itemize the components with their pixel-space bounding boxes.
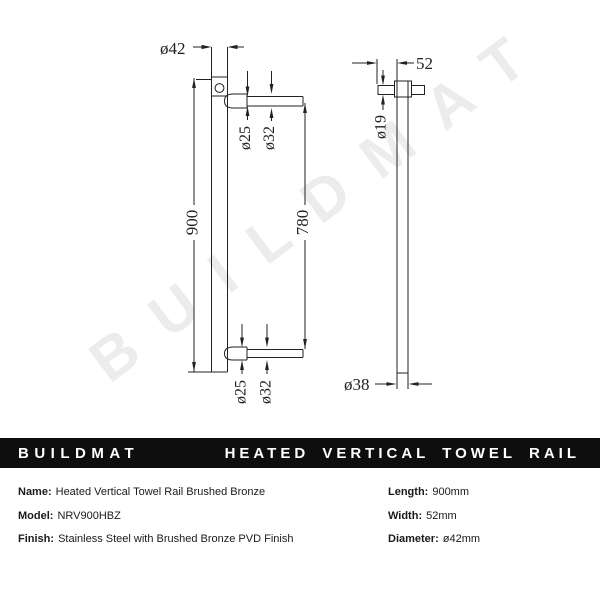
spec-row-finish: Finish:Stainless Steel with Brushed Bron… [18, 532, 373, 546]
specs-right-column: Length:900mm Width:52mm Diameter:ø42mm [388, 485, 588, 556]
spec-label-finish: Finish: [18, 533, 55, 545]
spec-value-length: 900mm [432, 486, 470, 498]
brand-name: BUILDMAT [18, 444, 140, 462]
spec-row-diameter: Diameter:ø42mm [388, 532, 588, 546]
specs-left-column: Name:Heated Vertical Towel Rail Brushed … [18, 485, 373, 556]
mounting-bracket [211, 76, 228, 97]
spec-row-name: Name:Heated Vertical Towel Rail Brushed … [18, 485, 373, 499]
top-pin [223, 93, 304, 109]
spec-label-length: Length: [388, 486, 429, 498]
spec-label-width: Width: [388, 509, 423, 522]
side-view: 52 ø19 ø38 [344, 54, 433, 394]
spec-row-length: Length:900mm [388, 485, 588, 499]
dim-bottom-pin-base: ø32 [258, 324, 275, 404]
dim-label-780: 780 [293, 210, 312, 236]
side-rail-outline [396, 59, 409, 389]
side-bracket [377, 80, 425, 98]
spec-label-diameter: Diameter: [388, 533, 439, 545]
spec-label-name: Name: [18, 486, 52, 498]
dim-label-52: 52 [416, 54, 433, 73]
product-title: HEATED VERTICAL TOWEL RAIL [224, 444, 580, 462]
dim-depth: 52 [352, 54, 433, 84]
dim-rail-length: 900 [182, 78, 228, 373]
dim-label-o32-top: ø32 [261, 126, 278, 150]
spec-value-model: NRV900HBZ [57, 509, 121, 522]
dim-label-o38: ø38 [344, 375, 370, 394]
dim-label-o42: ø42 [160, 39, 186, 58]
dim-pin-spacing: 780 [293, 103, 312, 349]
dim-label-o19: ø19 [373, 115, 390, 139]
dim-label-900: 900 [182, 210, 201, 236]
bracket-screw [214, 83, 225, 93]
spec-value-name: Heated Vertical Towel Rail Brushed Bronz… [55, 486, 266, 498]
front-view: ø42 ø25 ø32 [160, 39, 312, 404]
dim-label-o25-bottom: ø25 [233, 380, 250, 404]
spec-value-finish: Stainless Steel with Brushed Bronze PVD … [58, 533, 294, 545]
dim-label-o32-bottom: ø32 [258, 380, 275, 404]
dim-side-pin-diameter: ø19 [373, 70, 390, 139]
spec-row-width: Width:52mm [388, 509, 588, 523]
dim-label-o25-top: ø25 [237, 126, 254, 150]
spec-row-model: Model:NRV900HBZ [18, 509, 373, 523]
dim-top-pin-diameter: ø25 [237, 71, 254, 150]
title-banner: BUILDMAT HEATED VERTICAL TOWEL RAIL [0, 438, 600, 468]
bottom-pin [223, 346, 304, 361]
dim-bottom-pin-diameter: ø25 [233, 324, 250, 404]
spec-value-diameter: ø42mm [442, 533, 481, 545]
dim-base-diameter: ø38 [344, 375, 432, 394]
spec-value-width: 52mm [426, 509, 457, 522]
dim-top-pin-base: ø32 [261, 71, 278, 150]
spec-label-model: Model: [18, 509, 54, 522]
dim-rail-diameter: ø42 [160, 39, 244, 58]
technical-drawing: ø42 ø25 ø32 [160, 39, 433, 404]
